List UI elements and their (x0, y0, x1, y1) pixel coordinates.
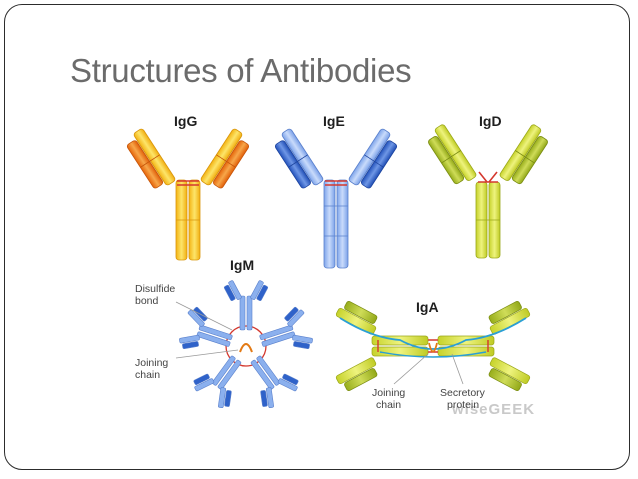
iga-antibody: IgA Joinin (335, 299, 535, 418)
slide-frame (4, 4, 630, 470)
igd-antibody: IgD (428, 113, 548, 259)
secretory-protein-label-line2: protein (447, 399, 479, 411)
secretory-protein-label-line1: Secretory (440, 387, 486, 399)
igg-antibody: IgG (126, 113, 250, 261)
slide-title: Structures of Antibodies (70, 52, 412, 89)
watermark: wiseGEEK (451, 401, 535, 418)
iga-joining-chain-label-line2: chain (376, 399, 401, 411)
disulfide-bond-label-line2: bond (135, 295, 159, 307)
iga-label: IgA (416, 299, 439, 315)
igd-label: IgD (479, 113, 502, 129)
igg-label: IgG (174, 113, 197, 129)
ige-antibody: IgE (274, 113, 398, 269)
disulfide-bond-label-line1: Disulfide (135, 283, 175, 295)
ige-label: IgE (323, 113, 345, 129)
igm-joining-chain-label-line2: chain (135, 369, 160, 381)
igm-label: IgM (230, 257, 254, 273)
igm-antibody: IgM (135, 257, 313, 409)
iga-joining-chain-label-line1: Joining (372, 387, 405, 399)
igm-joining-chain-label-line1: Joining (135, 357, 168, 369)
